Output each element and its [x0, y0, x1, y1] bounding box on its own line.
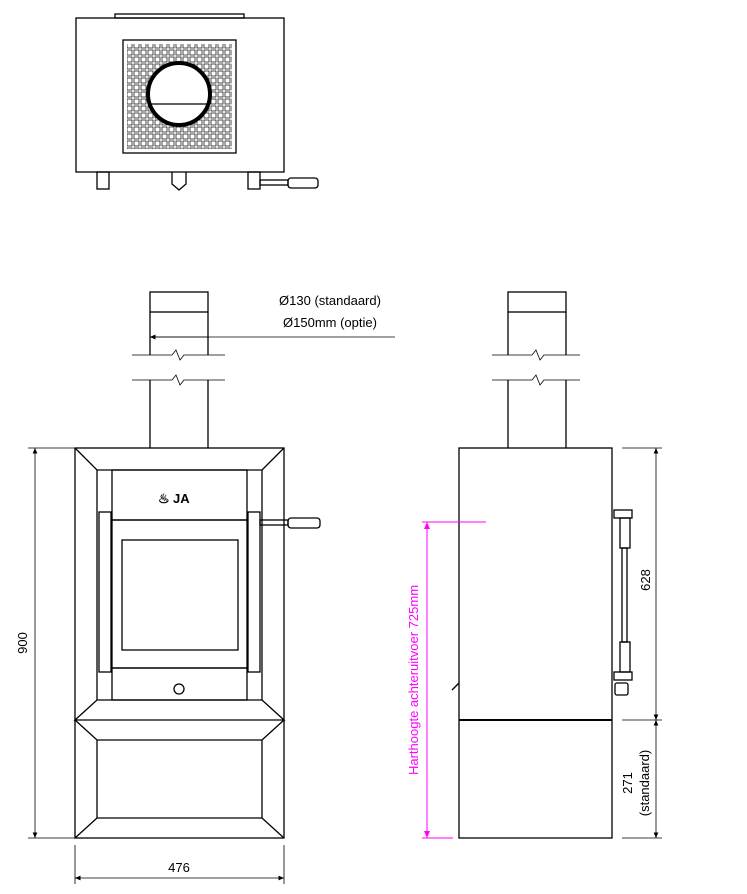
top-view [75, 13, 319, 191]
side-view: 628 271 (standaard) Harthoogte achteruit… [406, 291, 662, 839]
hearth-height-label: Harthoogte achteruitvoer 725mm [406, 585, 421, 775]
front-view: ♨ JA 476 900 Ø130 (standaard) Ø150mm (op… [15, 291, 395, 884]
svg-text:JA: JA [173, 491, 190, 506]
upper-height-label: 628 [638, 569, 653, 591]
base-height-label: 271 [620, 772, 635, 794]
flue-option-label: Ø150mm (optie) [283, 315, 377, 330]
height-label: 900 [15, 632, 30, 654]
brand-logo: ♨ JA [158, 491, 190, 506]
flue-standard-label: Ø130 (standaard) [279, 293, 381, 308]
base-note-label: (standaard) [637, 750, 652, 816]
svg-text:♨: ♨ [158, 491, 170, 506]
width-label: 476 [168, 860, 190, 875]
